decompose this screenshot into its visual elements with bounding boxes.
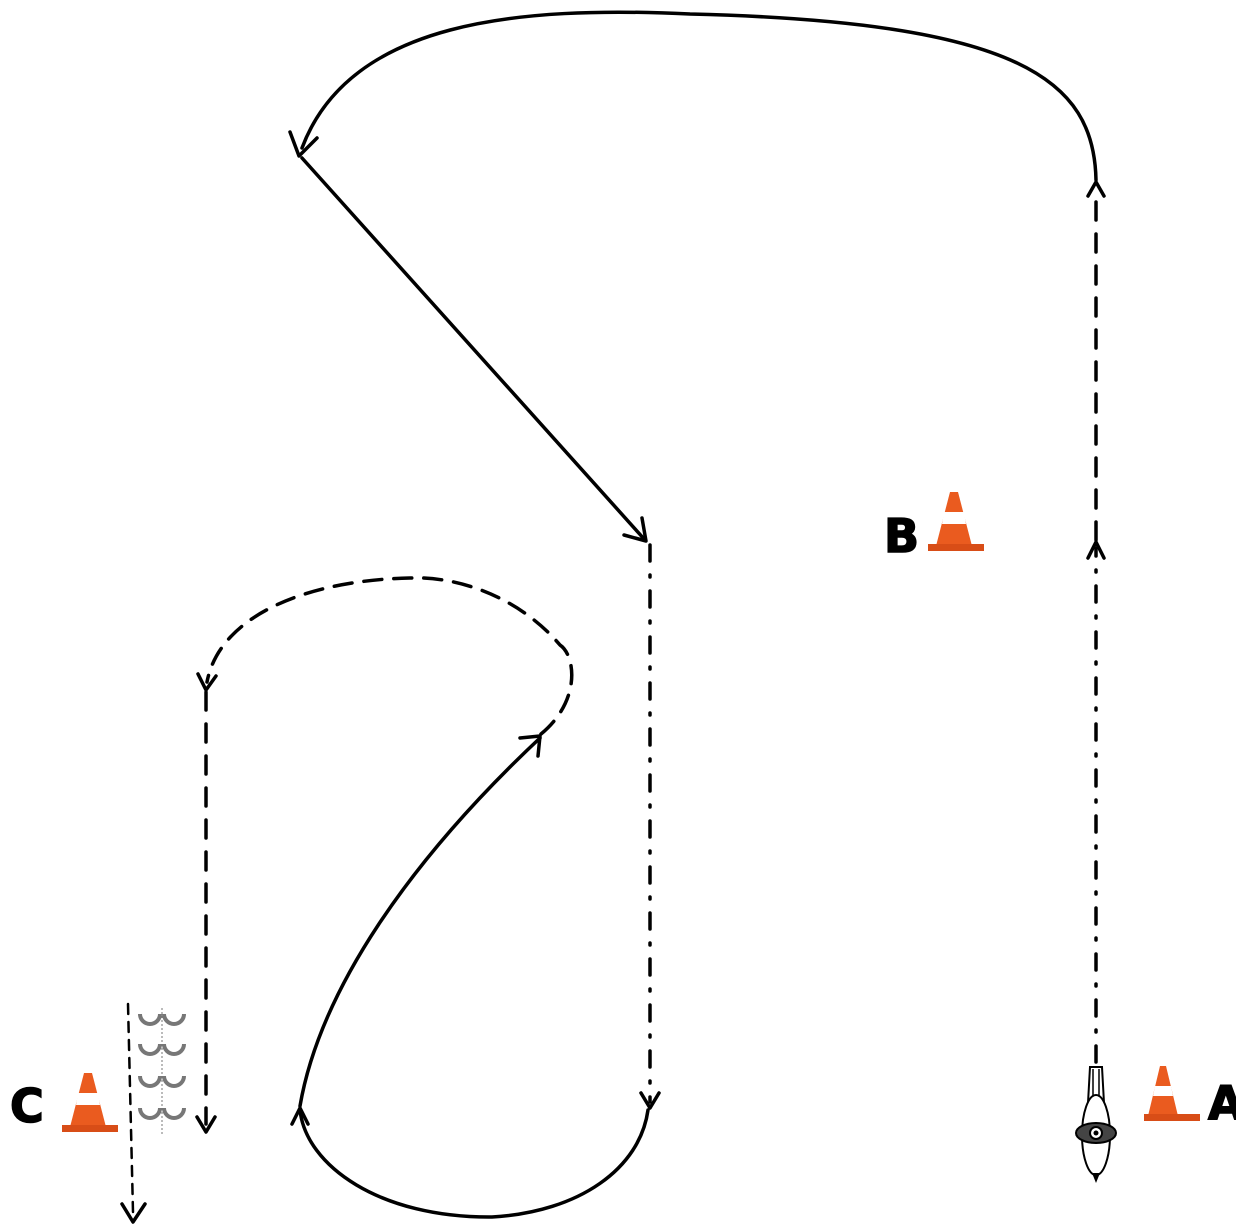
traffic-cone-icon: [62, 1073, 118, 1132]
arrowhead-up: [1088, 182, 1104, 196]
traffic-cone-icon: [1144, 1066, 1200, 1121]
marker-label-a: A: [1208, 1080, 1236, 1126]
poles-icon: [140, 1008, 184, 1134]
path-dashed-loop: [207, 578, 572, 734]
path-exit-dashed: [128, 1004, 133, 1212]
path-bottom-turn: [300, 1110, 648, 1217]
marker-label-c: C: [10, 1083, 44, 1129]
horse-and-rider-icon: [1076, 1067, 1116, 1183]
path-s-curve: [300, 738, 540, 1106]
marker-label-b: B: [884, 513, 919, 559]
path-diagonal: [302, 158, 645, 540]
traffic-cone-icon: [928, 492, 984, 551]
path-top-arc: [302, 12, 1096, 180]
